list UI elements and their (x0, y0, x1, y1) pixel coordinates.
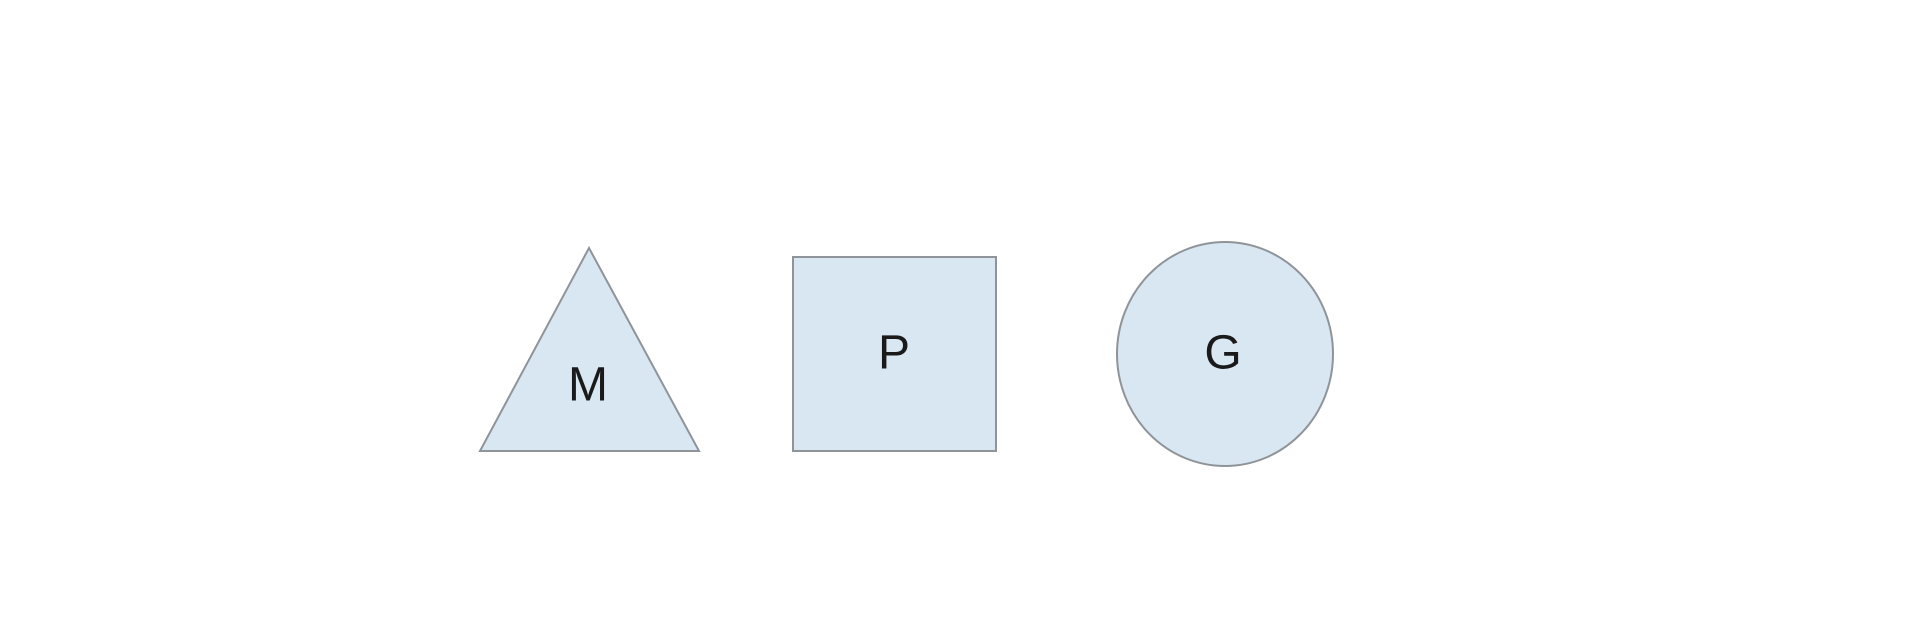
circle-shape (1116, 241, 1334, 467)
square-shape (792, 256, 997, 452)
square-label: P (878, 327, 910, 380)
circle-node-g: G (1116, 241, 1334, 467)
square-node-p: P (792, 256, 997, 452)
triangle-label: M (568, 359, 608, 412)
triangle-node-m: M (478, 245, 701, 452)
circle-label: G (1204, 327, 1241, 380)
triangle-shape (478, 245, 701, 452)
